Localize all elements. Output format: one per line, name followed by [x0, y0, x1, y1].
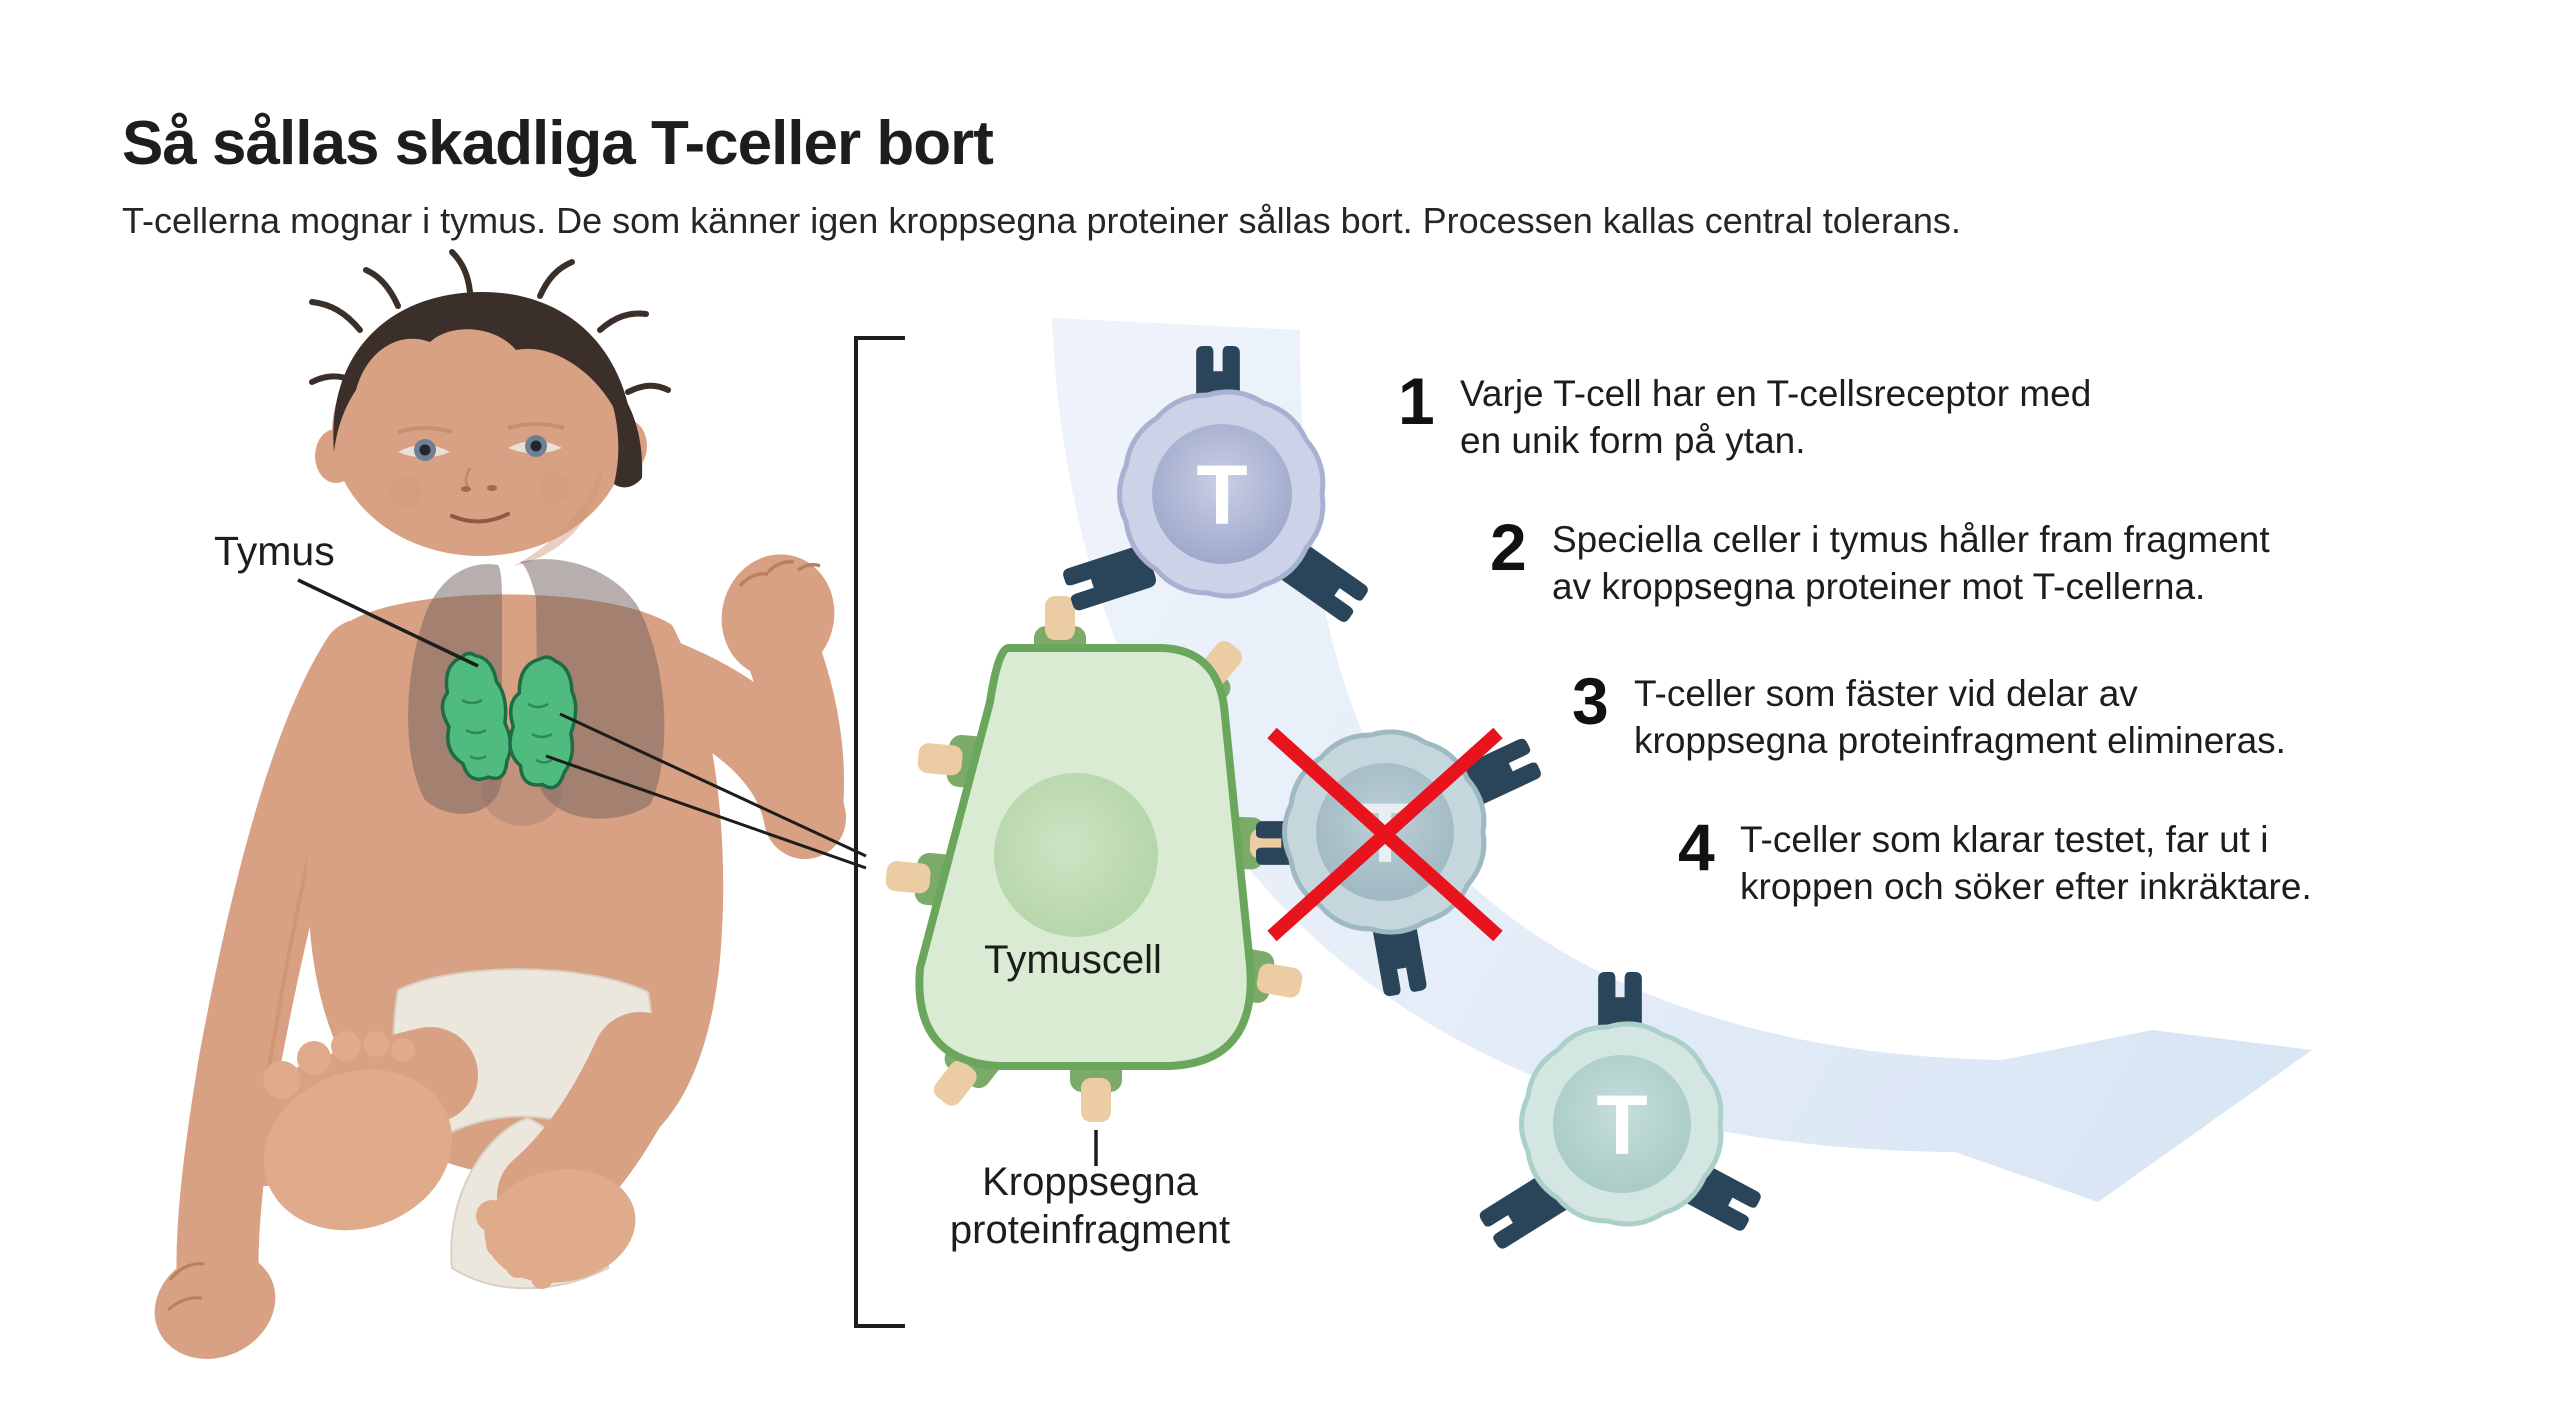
step-1: 1 Varje T-cell har en T-cellsreceptor me… — [1398, 364, 2091, 464]
baby-right-toe — [486, 1230, 514, 1258]
t-cell-surviving-letter: T — [1596, 1078, 1647, 1172]
fragment-label-line2: proteinfragment — [949, 1208, 1231, 1252]
t-cell-surviving-core — [1553, 1055, 1691, 1193]
baby-left-toe — [391, 1038, 415, 1062]
baby-left-toe — [363, 1031, 389, 1057]
magnifier-line-top — [559, 712, 867, 858]
step-4-line1: T-celler som klarar testet, far ut i — [1740, 819, 2269, 860]
thymus-cell-nucleus — [994, 773, 1158, 937]
baby-left-toe — [297, 1041, 331, 1075]
baby-left-hand — [154, 1251, 276, 1359]
baby-right-toe — [531, 1267, 553, 1289]
step-1-number: 1 — [1398, 364, 1435, 438]
baby-left-foot — [263, 1069, 453, 1231]
baby-right-foot — [484, 1169, 636, 1283]
baby-left-hand-fingers — [167, 1262, 205, 1312]
baby-left-brow — [397, 426, 453, 434]
baby-right-brow — [507, 422, 565, 430]
baby-left-toe — [263, 1061, 301, 1099]
magnifier-line-bottom — [545, 754, 867, 870]
baby-right-fist — [721, 554, 835, 678]
baby-head — [332, 308, 628, 556]
baby-right-fist-knuckles — [738, 559, 821, 588]
baby-nostril — [487, 485, 497, 491]
step-1-text: Varje T-cell har en T-cellsreceptor med … — [1460, 370, 2091, 464]
t-cell-1-core — [1152, 424, 1292, 564]
page-subtitle: T-cellerna mognar i tymus. De som känner… — [122, 200, 1961, 241]
baby-nostril — [461, 486, 471, 492]
baby-right-forearm — [747, 619, 844, 855]
flow-arrow — [1052, 318, 2312, 1202]
step-4-number: 4 — [1678, 810, 1715, 884]
baby-illustration — [154, 249, 846, 1359]
step-2-line1: Speciella celler i tymus håller fram fra… — [1552, 519, 2270, 560]
baby-left-toe — [331, 1031, 361, 1061]
thymus-texture — [461, 698, 553, 764]
thymus-organ — [440, 651, 578, 790]
tymuscell-label: Tymuscell — [984, 938, 1162, 982]
step-4: 4 T-celler som klarar testet, far ut i k… — [1678, 810, 2312, 910]
step-2-line2: av kroppsegna proteiner mot T-cellerna. — [1552, 566, 2206, 607]
t-cell-surviving: T — [1477, 972, 1763, 1251]
step-4-line2: kroppen och söker efter inkräktare. — [1740, 866, 2312, 907]
step-3-number: 3 — [1572, 664, 1609, 738]
step-4-text: T-celler som klarar testet, far ut i kro… — [1740, 816, 2312, 910]
elimination-cross-icon — [1267, 727, 1503, 942]
page-title: Så sållas skadliga T-celler bort — [122, 109, 994, 178]
baby-mouth — [450, 512, 510, 524]
tymus-label: Tymus — [214, 528, 335, 574]
baby-hair — [333, 291, 634, 452]
baby-cheek — [538, 472, 570, 504]
step-3: 3 T-celler som fäster vid delar av kropp… — [1572, 664, 2286, 764]
baby-hair-strands — [309, 249, 671, 395]
step-1-line1: Varje T-cell har en T-cellsreceptor med — [1460, 373, 2092, 414]
step-2-text: Speciella celler i tymus håller fram fra… — [1552, 516, 2270, 610]
t-cell-1: T — [1061, 346, 1371, 625]
step-1-line2: en unik form på ytan. — [1460, 420, 1806, 461]
baby-hair-side — [598, 368, 643, 488]
baby-left-pupil — [419, 444, 431, 456]
tymus-pointer-line — [297, 578, 479, 668]
baby-right-pupil — [530, 440, 542, 452]
step-2-number: 2 — [1490, 510, 1527, 584]
step-3-text: T-celler som fäster vid delar av kroppse… — [1634, 670, 2286, 764]
t-cell-1-letter: T — [1196, 448, 1247, 542]
zoom-bracket — [854, 336, 905, 1328]
thymus-cell — [883, 596, 1306, 1122]
fragment-label: Kroppsegna proteinfragment — [888, 1158, 1292, 1254]
baby-face — [390, 422, 570, 524]
step-3-line2: kroppsegna proteinfragment elimineras. — [1634, 720, 2286, 761]
baby-right-toe — [476, 1200, 508, 1232]
step-3-line1: T-celler som fäster vid delar av — [1634, 673, 2138, 714]
baby-right-toe — [506, 1254, 530, 1278]
step-2: 2 Speciella celler i tymus håller fram f… — [1490, 510, 2270, 610]
baby-face-shading — [514, 468, 602, 566]
fragment-label-line1: Kroppsegna — [982, 1160, 1198, 1204]
baby-cheek — [390, 476, 422, 508]
t-cell-eliminated: T — [1256, 727, 1543, 998]
